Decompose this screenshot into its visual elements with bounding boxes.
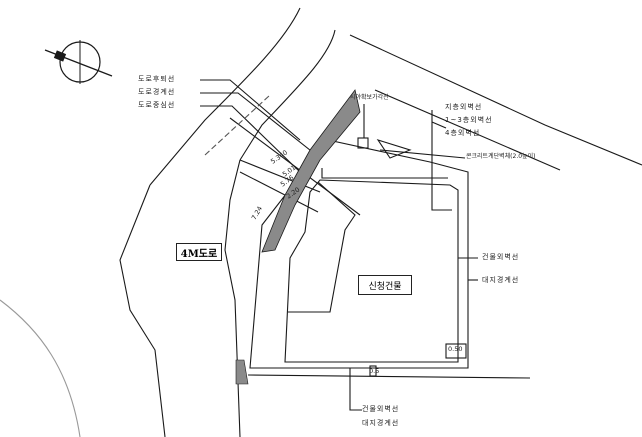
new-building-label: 신청건물 (358, 275, 412, 295)
label-concrete-wall: 콘크리트계단벽체(2.0높이) (466, 153, 536, 160)
label-bottom-building-wall: 건물외벽선 (362, 405, 400, 413)
building-outline (284, 179, 459, 363)
bottom-extension (247, 374, 531, 379)
building-step (321, 168, 448, 179)
leader-road-back (200, 79, 301, 141)
road-edge-left (119, 184, 166, 437)
label-bottom-site-boundary: 대지경계선 (362, 419, 400, 427)
leader-dim-3 (239, 171, 319, 213)
leader-bottom (349, 368, 362, 411)
label-road-back-line: 도로후퇴선 (138, 75, 176, 83)
leader-dim-1 (229, 117, 361, 216)
label-sight-triangle: 시야확보가각선 (350, 94, 389, 101)
leader-road-center (200, 105, 301, 173)
label-floors-setback: 1~3층외벽선 (445, 116, 493, 124)
road-centerline-dash (204, 94, 271, 156)
leader-concrete (379, 149, 466, 159)
road-edge-left-inner (224, 159, 241, 437)
bottom-marker (369, 365, 377, 377)
leader-floors-setback (431, 121, 447, 129)
road-edge-south (239, 29, 336, 161)
road-edge-far-left (0, 299, 81, 437)
dimension-6: 0.50 (448, 345, 463, 353)
road-widening-hatch (261, 89, 361, 253)
sight-box (357, 137, 369, 149)
label-right-building-wall: 건물외벽선 (482, 253, 520, 261)
label-road-boundary: 도로경계선 (138, 88, 176, 96)
road-edge-upper-right-2 (374, 89, 561, 171)
road-edge-north (149, 7, 301, 186)
label-road-centerline: 도로중심선 (138, 101, 176, 109)
leader-dim-2 (239, 159, 321, 193)
leader-front-setback (431, 110, 452, 211)
corner-marker (445, 343, 467, 359)
building-setback-inner (288, 181, 356, 313)
road-name-label: 4M도로 (176, 243, 222, 261)
label-right-site-boundary: 대지경계선 (482, 276, 520, 284)
dimension-7: 0.5 (369, 367, 380, 375)
leader-road-boundary (200, 92, 321, 159)
label-front-setback: 지층외벽선 (445, 103, 483, 111)
road-edge-upper-right (349, 34, 642, 166)
triangle-marker (376, 139, 412, 159)
corner-hatch (235, 359, 249, 385)
label-floor4-setback: 4층외벽선 (445, 129, 481, 137)
north-arrow-icon (44, 40, 113, 84)
